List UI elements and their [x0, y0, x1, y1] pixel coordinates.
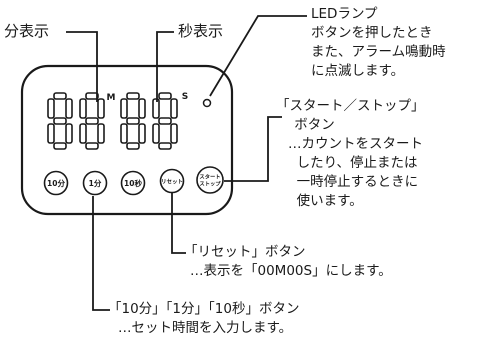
display-digit	[120, 92, 146, 150]
digit-segment	[97, 98, 105, 119]
digit-segment	[158, 92, 172, 100]
svg-text:10秒: 10秒	[124, 178, 142, 188]
svg-text:1分: 1分	[89, 178, 102, 188]
digit-segment	[79, 98, 87, 119]
svg-text:リセット: リセット	[161, 179, 183, 186]
second-display-label: 秒表示	[178, 22, 224, 40]
digit-segment	[152, 123, 160, 144]
digit-segment	[126, 117, 140, 125]
led-lamp	[202, 98, 212, 108]
digit-segment	[158, 117, 172, 125]
min10-button[interactable]: 10分	[43, 170, 69, 196]
display-digit	[152, 92, 178, 150]
digit-segment	[97, 123, 105, 144]
digit-segment	[126, 92, 140, 100]
led-callout-line: また、アラーム鳴動時	[311, 44, 446, 60]
digit-segment	[170, 98, 178, 119]
digit-segment	[85, 92, 99, 100]
digit-segment	[65, 123, 73, 144]
digit-segment	[138, 123, 146, 144]
start-stop-callout-line: 一時停止するときに	[288, 174, 419, 190]
digit-segment	[85, 117, 99, 125]
display-digit	[79, 92, 105, 150]
time-set-callout-desc: …セット時間を入力します。	[118, 320, 293, 336]
timer-body	[20, 64, 234, 216]
leader-lines	[66, 15, 307, 311]
digit-segment	[53, 117, 67, 125]
svg-text:スタート: スタート	[199, 173, 220, 181]
digit-segment	[85, 142, 99, 150]
display-digit	[47, 92, 73, 150]
unit-s-label: S	[182, 92, 188, 102]
start-stop-callout-title: 「スタート／ストップ」	[276, 98, 425, 114]
reset-button[interactable]: リセット	[159, 168, 185, 194]
sec10-button[interactable]: 10秒	[120, 170, 146, 196]
led-callout-title: LEDランプ	[311, 6, 378, 22]
digit-segment	[53, 142, 67, 150]
digit-segment	[65, 98, 73, 119]
minute-display-label: 分表示	[4, 22, 50, 40]
unit-m-label: M	[107, 93, 116, 103]
digit-segment	[79, 123, 87, 144]
digit-segment	[138, 98, 146, 119]
min1-button[interactable]: 1分	[82, 170, 108, 196]
start-stop-callout-line: …カウントをスタート	[288, 136, 423, 152]
start-stop-button[interactable]: スタート ストップ	[196, 166, 224, 194]
digit-segment	[47, 98, 55, 119]
led-callout-line: ボタンを押したとき	[311, 25, 433, 41]
reset-callout-desc: …表示を「00M00S」にします。	[190, 263, 392, 279]
digit-segment	[120, 123, 128, 144]
digit-segment	[120, 98, 128, 119]
start-stop-callout-line: 使います。	[288, 193, 363, 209]
time-set-callout-title: 「10分」「1分」「10秒」ボタン	[108, 301, 300, 317]
svg-text:10分: 10分	[47, 178, 65, 188]
digit-segment	[158, 142, 172, 150]
seven-segment-display	[47, 92, 178, 150]
reset-callout-title: 「リセット」ボタン	[184, 244, 306, 260]
digit-segment	[170, 123, 178, 144]
start-stop-callout-line: したり、停止または	[288, 155, 418, 171]
digit-segment	[47, 123, 55, 144]
start-stop-callout-line: ボタン	[290, 117, 335, 133]
led-callout-line: に点滅します。	[311, 63, 405, 79]
digit-segment	[126, 142, 140, 150]
digit-segment	[152, 98, 160, 119]
svg-text:ストップ: ストップ	[199, 180, 221, 188]
digit-segment	[53, 92, 67, 100]
